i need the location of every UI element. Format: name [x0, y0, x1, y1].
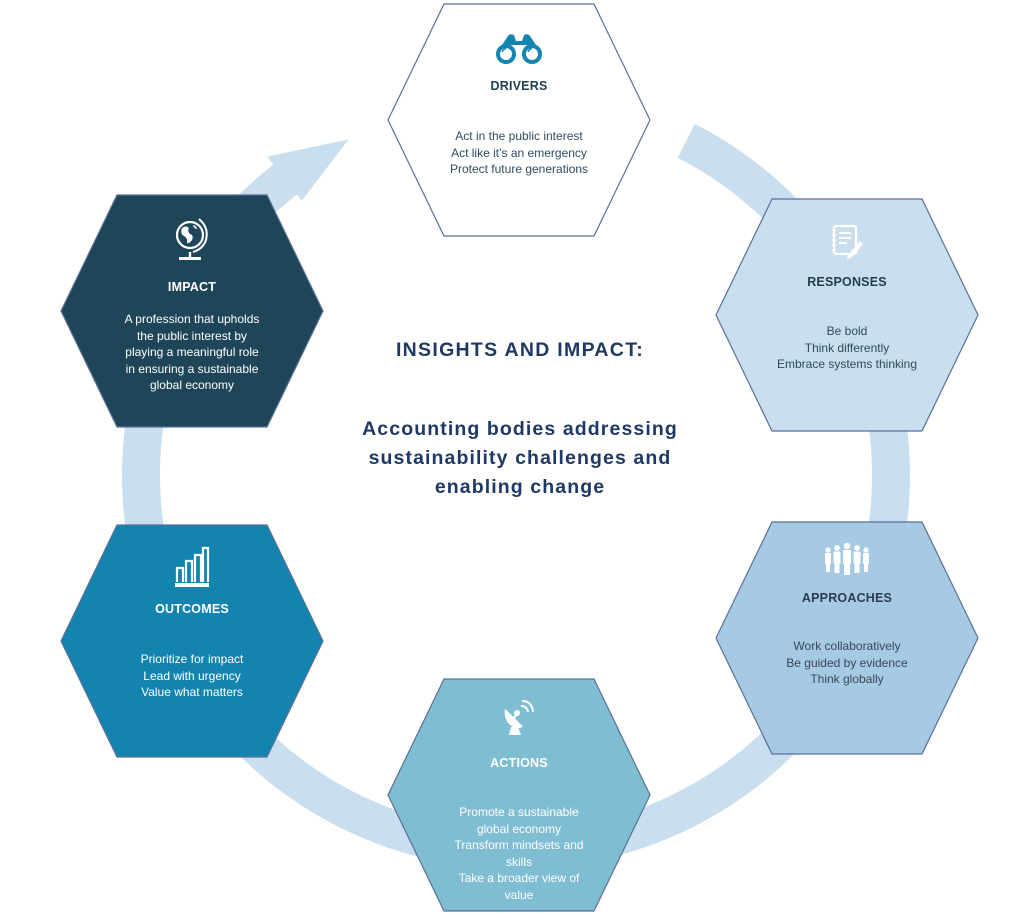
hexagon-actions: ACTIONS Promote a sustainable global econ… [387, 678, 651, 912]
hexagon-body-line: Lead with urgency [143, 668, 241, 683]
hexagon-body-line: Think differently [804, 340, 890, 355]
hexagon-body-line: A profession that upholds [124, 312, 260, 326]
hexagon-approaches: APPROACHES Work collaboratively Be guided… [715, 521, 979, 755]
hexagon-body: Work collaboratively Be guided by evidenc… [745, 638, 949, 688]
hexagon-body-line: Embrace systems thinking [776, 357, 918, 371]
hexagon-body-line: Prioritize for impact [140, 652, 244, 666]
hexagon-body-line: global economy [149, 378, 235, 392]
hexagon-title: IMPACT [167, 280, 217, 294]
hexagon-impact: IMPACT A profession that upholds the publ… [60, 194, 324, 428]
satellite-dish-icon [501, 698, 537, 741]
center-subtitle-line: Accounting bodies addressing [362, 418, 678, 440]
hexagon-body-line: Protect future generations [449, 162, 589, 176]
hexagon-title: ACTIONS [490, 756, 548, 770]
binoculars-icon [494, 33, 544, 72]
center-subtitle: Accounting bodies addressing sustainabil… [300, 415, 740, 502]
hexagon-body: A profession that upholds the public inte… [90, 311, 294, 394]
hexagon-body-line: global economy [476, 821, 562, 836]
hexagon-shape [387, 3, 651, 237]
bar-chart-icon [174, 546, 210, 593]
center-subtitle-line: sustainability challenges and [368, 447, 672, 469]
hexagon-title: RESPONSES [807, 275, 887, 289]
hexagon-body-line: Think globally [810, 672, 884, 686]
center-title: INSIGHTS AND IMPACT: [395, 339, 645, 361]
hexagon-shape [715, 521, 979, 755]
hexagon-shape [715, 198, 979, 432]
hexagon-body-line: playing a meaningful role [125, 345, 259, 359]
hexagon-shape [60, 524, 324, 758]
people-group-icon [823, 542, 871, 581]
hexagon-body-line: Be bold [826, 324, 868, 338]
hexagon-title: APPROACHES [801, 591, 893, 605]
hexagon-shape [387, 678, 651, 912]
hexagon-body-line: Work collaboratively [793, 639, 901, 653]
hexagon-body-line: Value what matters [141, 685, 243, 699]
hexagon-body-line: value [504, 887, 534, 902]
center-subtitle-line: enabling change [434, 476, 606, 498]
hexagon-body-line: Act in the public interest [455, 129, 583, 143]
globe-icon [173, 216, 211, 267]
hexagon-body-line: Transform mindsets and [454, 838, 584, 852]
hexagon-body-line: Act like it’s an emergency [451, 145, 587, 160]
hexagon-title: DRIVERS [490, 79, 548, 93]
hexagon-body-line: Be guided by evidence [786, 655, 908, 670]
hexagon-body-line: Promote a sustainable [459, 805, 579, 819]
hexagon-body-line: Take a broader view of [458, 871, 580, 885]
hexagon-body-line: in ensuring a sustainable [125, 361, 259, 376]
hexagon-body-line: skills [506, 854, 532, 869]
hexagon-shape [60, 194, 324, 428]
hexagon-body-line: the public interest by [136, 328, 248, 343]
hexagon-title: OUTCOMES [155, 602, 229, 616]
notepad-pencil-icon [830, 224, 864, 265]
